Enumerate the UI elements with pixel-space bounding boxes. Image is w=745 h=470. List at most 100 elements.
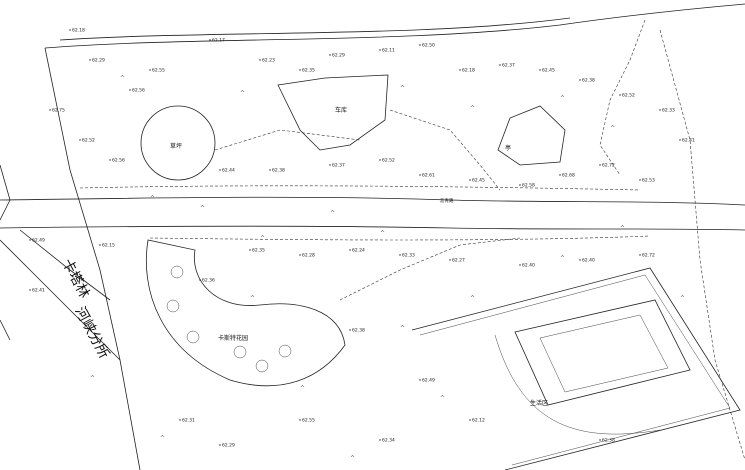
elevation-dot — [79, 139, 81, 141]
elevation-dot — [299, 254, 301, 256]
terrain-caret: ^ — [560, 95, 565, 102]
elevation-label: 62.55 — [302, 418, 315, 424]
elevation-label: 62.38 — [352, 328, 365, 334]
elevation-dot — [499, 64, 501, 66]
elevation-label: 62.35 — [252, 248, 265, 254]
elevation-points: 62.1862.2962.5662.5562.1762.2362.3562.29… — [29, 28, 695, 449]
building-outline — [514, 299, 691, 406]
elevation-label: 62.38 — [272, 168, 285, 174]
elevation-label: 62.18 — [72, 28, 85, 34]
terrain-caret: ^ — [400, 85, 405, 92]
tree-5 — [278, 344, 292, 358]
terrain-caret: ^ — [200, 205, 205, 212]
elevation-dot — [639, 254, 641, 256]
elevation-dot — [399, 254, 401, 256]
elevation-dot — [469, 419, 471, 421]
road-label-2: 河峡分所 — [71, 304, 111, 361]
elevation-label: 62.40 — [582, 258, 595, 264]
tree-2 — [166, 299, 180, 313]
left-edge-line-2 — [0, 319, 11, 341]
elevation-label: 62.40 — [522, 263, 535, 269]
terrain-caret: ^ — [330, 210, 335, 217]
main-road-north-edge — [0, 196, 745, 206]
elevation-dot — [209, 39, 211, 41]
elevation-dot — [299, 419, 301, 421]
elevation-label: 62.29 — [332, 53, 345, 59]
terrain-caret: ^ — [560, 255, 565, 262]
elevation-dot — [459, 69, 461, 71]
terrain-caret: ^ — [150, 195, 155, 202]
elevation-label: 62.61 — [422, 173, 435, 179]
road-label: 卡塔林 — [58, 256, 92, 301]
main-road-dashed-upper — [79, 185, 641, 191]
elevation-label: 62.50 — [422, 43, 435, 49]
left-edge-line — [0, 164, 11, 221]
terrain-caret: ^ — [240, 90, 245, 97]
elevation-label: 62.38 — [582, 78, 595, 84]
elevation-dot — [349, 329, 351, 331]
terrain-caret: ^ — [470, 295, 475, 302]
elevation-label: 62.33 — [662, 108, 675, 114]
elevation-dot — [379, 49, 381, 51]
elevation-dot — [49, 109, 51, 111]
elevation-dot — [199, 279, 201, 281]
terrain-caret: ^ — [120, 75, 125, 82]
lawn-circle — [140, 105, 216, 181]
building-inner — [539, 314, 669, 393]
elevation-label: 62.45 — [472, 178, 485, 184]
compound-wall-inner — [419, 274, 731, 466]
garden-label: 卡斯特花园 — [218, 334, 248, 342]
elevation-dot — [419, 44, 421, 46]
elevation-label: 62.44 — [222, 168, 235, 174]
elevation-label: 62.31 — [182, 418, 195, 424]
elevation-dot — [299, 69, 301, 71]
tree-6 — [233, 345, 247, 359]
elevation-dot — [219, 444, 221, 446]
tree-1 — [170, 265, 184, 279]
elevation-dot — [599, 439, 601, 441]
terrain-caret: ^ — [260, 235, 265, 242]
elevation-dot — [349, 249, 351, 251]
elevation-dot — [539, 69, 541, 71]
elevation-label: 62.17 — [212, 38, 225, 44]
elevation-dot — [89, 59, 91, 61]
elevation-dot — [109, 159, 111, 161]
terrain-caret: ^ — [160, 435, 165, 442]
terrain-caret: ^ — [610, 125, 615, 132]
elevation-dot — [579, 259, 581, 261]
elevation-label: 62.37 — [502, 63, 515, 69]
elevation-dot — [129, 89, 131, 91]
terrain-caret: ^ — [90, 375, 95, 382]
elevation-label: 62.52 — [82, 138, 95, 144]
west-boundary-line — [44, 47, 141, 470]
terrain-caret: ^ — [300, 385, 305, 392]
tree-4 — [255, 359, 269, 373]
elevation-dot — [449, 259, 451, 261]
diagonal-road-left — [0, 239, 121, 361]
terrain-caret: ^ — [400, 325, 405, 332]
elevation-label: 62.52 — [622, 93, 635, 99]
elevation-dot — [69, 29, 71, 31]
elevation-dot — [519, 264, 521, 266]
elevation-dot — [659, 109, 661, 111]
elevation-dot — [219, 169, 221, 171]
terrain-caret: ^ — [380, 230, 385, 237]
elevation-label: 62.12 — [472, 418, 485, 424]
elevation-label: 62.55 — [152, 68, 165, 74]
terrain-caret: ^ — [470, 105, 475, 112]
elevation-label: 62.24 — [352, 248, 365, 254]
terrain-caret: ^ — [620, 225, 625, 232]
elevation-label: 62.37 — [332, 163, 345, 169]
road-top-label: 沥青路 — [440, 197, 454, 204]
terrain-caret: ^ — [680, 295, 685, 302]
elevation-label: 62.75 — [52, 108, 65, 114]
elevation-dot — [599, 164, 601, 166]
elevation-dot — [579, 79, 581, 81]
elevation-label: 62.68 — [562, 173, 575, 179]
footpath-dashed-3 — [214, 129, 361, 151]
elevation-dot — [619, 94, 621, 96]
elevation-label: 62.18 — [462, 68, 475, 74]
elevation-dot — [679, 139, 681, 141]
elevation-label: 62.28 — [302, 253, 315, 259]
